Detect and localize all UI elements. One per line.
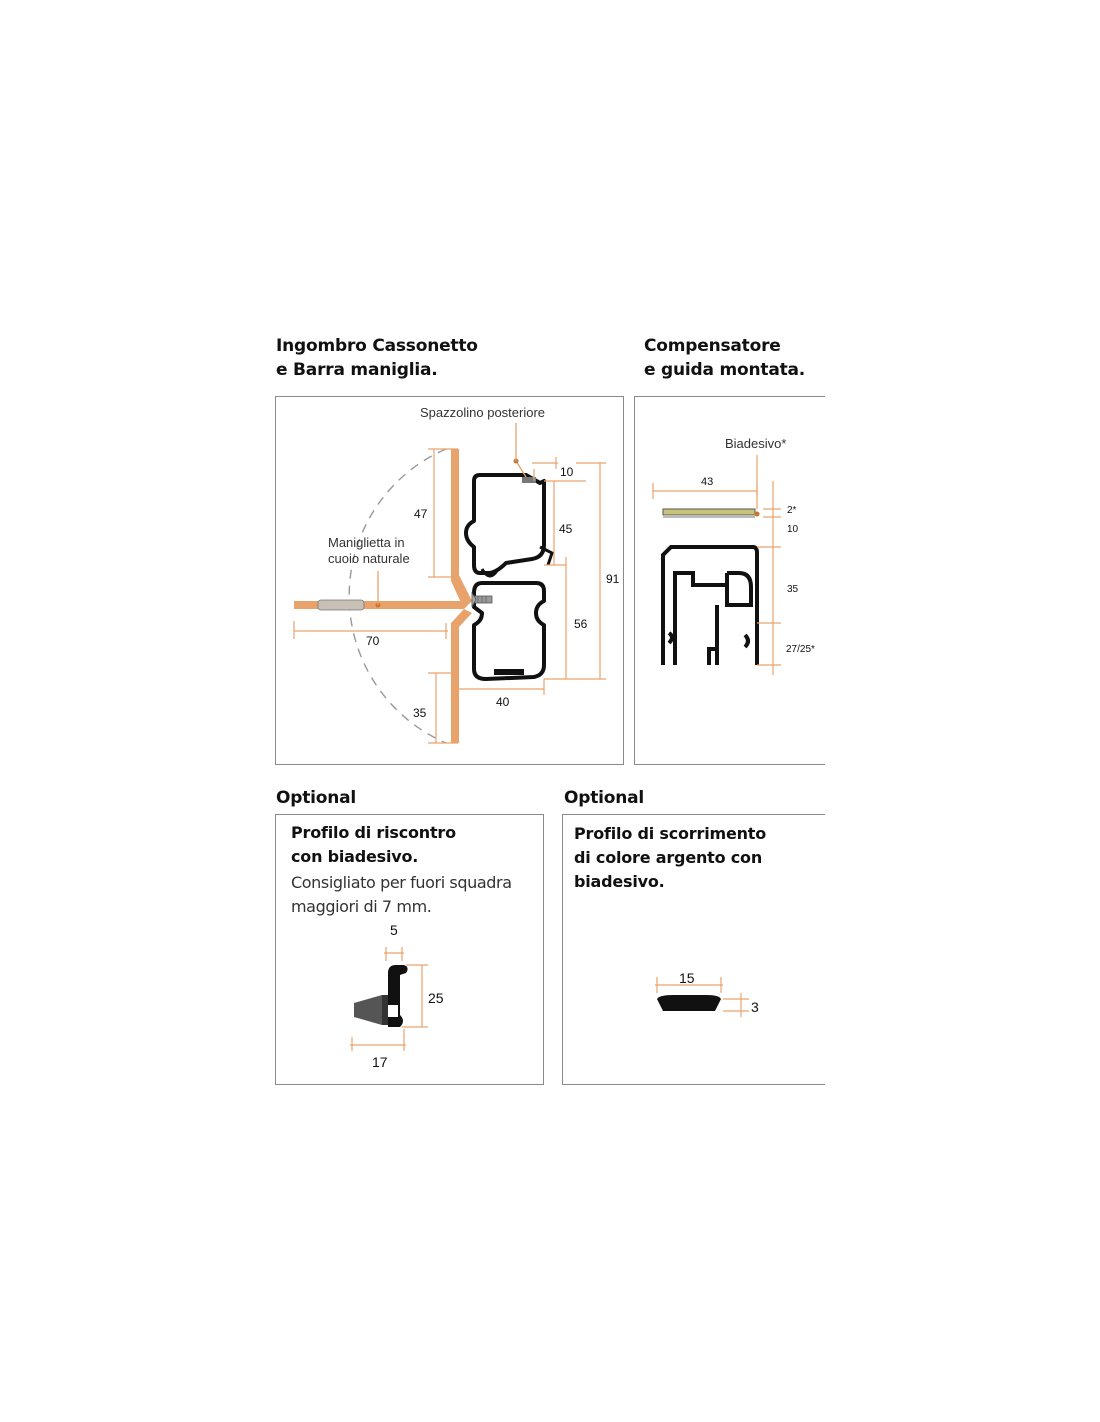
tape-callout: Biadesivo* [725,436,786,451]
handle-callout-2: cuoio naturale [328,551,410,566]
dim-27: 27/25* [786,644,815,655]
cassonetto-diagram: Spazzolino posteriore Maniglietta in cuo… [293,405,620,744]
dim-91: 91 [606,572,620,586]
scorrimento-title: Profilo di scorrimento di colore argento… [574,824,767,891]
dim-10: 10 [560,465,574,479]
dim-43: 43 [701,476,713,488]
brush-callout: Spazzolino posteriore [420,405,545,420]
screw-icon [471,591,493,608]
compensatore-diagram: Biadesivo* 43 2* 10 35 27/25* [652,436,815,675]
dim-35b: 35 [787,584,799,595]
dim-2: 2* [787,505,797,516]
cassonetto-heading: Ingombro Cassonetto e Barra maniglia. [276,336,478,380]
scorrimento-diagram: 15 3 [655,970,759,1017]
dimension-lines-4 [655,977,749,1017]
lower-box-profile [472,581,546,681]
riscontro-profile [388,965,408,1027]
dim-3: 3 [751,999,759,1015]
scorrimento-panel: Profilo di scorrimento di colore argento… [562,814,825,1085]
dim-70: 70 [366,634,380,648]
riscontro-panel: Profilo di riscontro con biadesivo. Cons… [275,814,544,1085]
riscontro-diagram: 5 25 17 [350,922,444,1070]
dim-15: 15 [679,970,695,986]
compensatore-heading: Compensatore e guida montata. [644,336,806,380]
dim-40: 40 [496,695,510,709]
dim-35: 35 [413,706,427,720]
guide-profile [661,545,759,665]
dim-25: 25 [428,990,444,1006]
compensatore-diagram-panel: Biadesivo* 43 2* 10 35 27/25* [634,396,825,765]
dim-45: 45 [559,522,573,536]
optional-heading-left: Optional [276,788,357,808]
handle-icon [317,599,365,611]
dim-5: 5 [390,922,398,938]
dimension-lines-3 [350,947,428,1051]
optional-heading-right: Optional [564,788,645,808]
riscontro-title: Profilo di riscontro con biadesivo. [291,823,456,866]
swing-arc [348,448,447,744]
handle-callout-1: Maniglietta in [328,535,405,550]
dim-56: 56 [574,617,588,631]
vertical-panel-upper [451,449,472,609]
upper-box-profile [464,473,546,575]
cassonetto-diagram-panel: Spazzolino posteriore Maniglietta in cuo… [275,396,624,765]
tape-strip [662,508,756,516]
brush-icon [354,995,382,1025]
dimension-lines [293,448,606,744]
dimension-lines-2 [652,481,781,675]
vertical-panel-lower [451,609,472,743]
brush-icon [522,477,536,483]
scorrimento-profile [657,995,721,1011]
riscontro-note: Consigliato per fuori squadra maggiori d… [291,873,512,916]
dim-17: 17 [372,1054,388,1070]
dim-10b: 10 [787,524,799,535]
dim-47: 47 [414,507,428,521]
